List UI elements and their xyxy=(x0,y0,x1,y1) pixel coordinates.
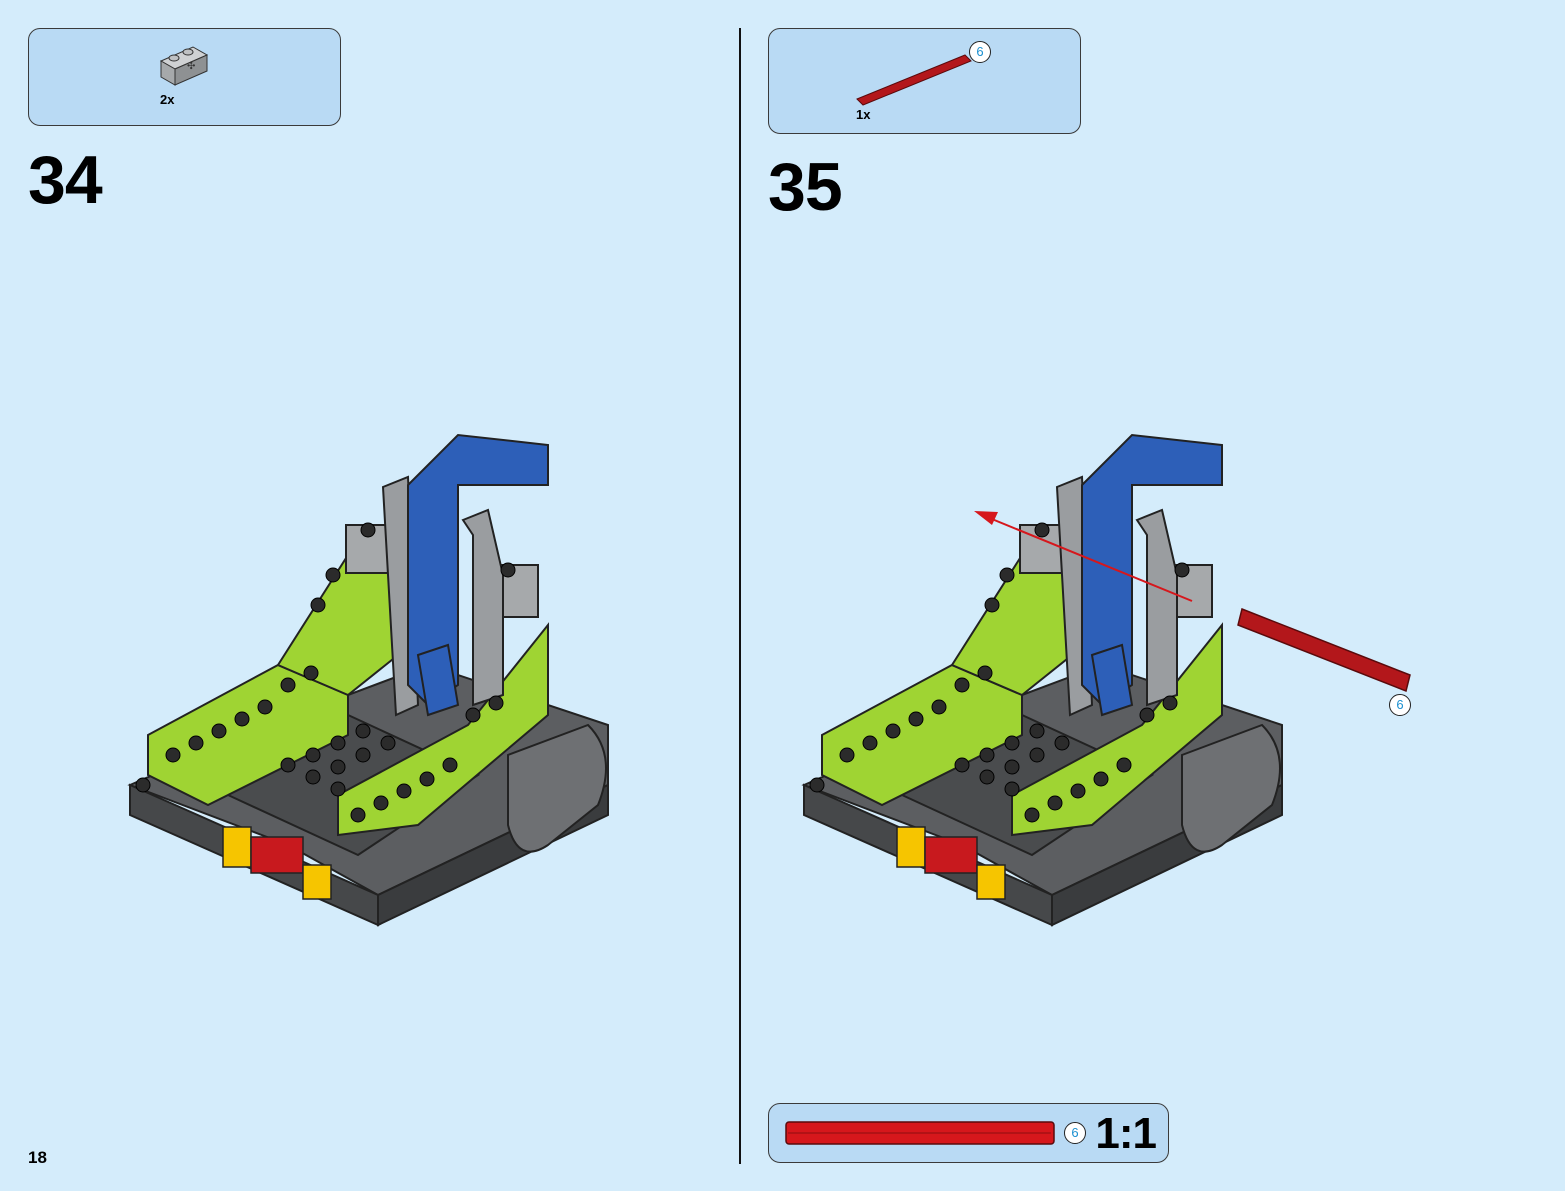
step-number-35: 35 xyxy=(768,149,843,225)
scale-ratio: 1:1 xyxy=(1095,1109,1157,1158)
part-quantity: 2x xyxy=(160,92,175,107)
parts-list-step-35: 1x 6 xyxy=(768,28,1081,134)
svg-text:✣: ✣ xyxy=(187,61,195,72)
part-quantity: 1x xyxy=(856,107,871,122)
scale-length-badge: 6 xyxy=(1064,1122,1086,1144)
red-axle-icon xyxy=(856,54,972,106)
page-divider xyxy=(739,28,741,1164)
technic-brick-icon: ✣ xyxy=(159,46,209,86)
step-number-34: 34 xyxy=(28,142,103,218)
parts-list-step-34: ✣ 2x xyxy=(28,28,341,126)
axle-scale-bar xyxy=(785,1121,1055,1145)
model-body xyxy=(801,433,1283,927)
callout-length-badge: 6 xyxy=(1389,694,1411,716)
scale-reference-box: 6 1:1 xyxy=(768,1103,1169,1163)
page-number: 18 xyxy=(28,1148,47,1167)
model-body xyxy=(127,433,609,927)
red-axle-part xyxy=(1237,607,1411,693)
model-illustration-step-35 xyxy=(801,433,1411,927)
model-illustration-step-34 xyxy=(127,433,609,927)
axle-length-badge: 6 xyxy=(969,41,991,63)
insertion-arrow xyxy=(974,511,1193,602)
